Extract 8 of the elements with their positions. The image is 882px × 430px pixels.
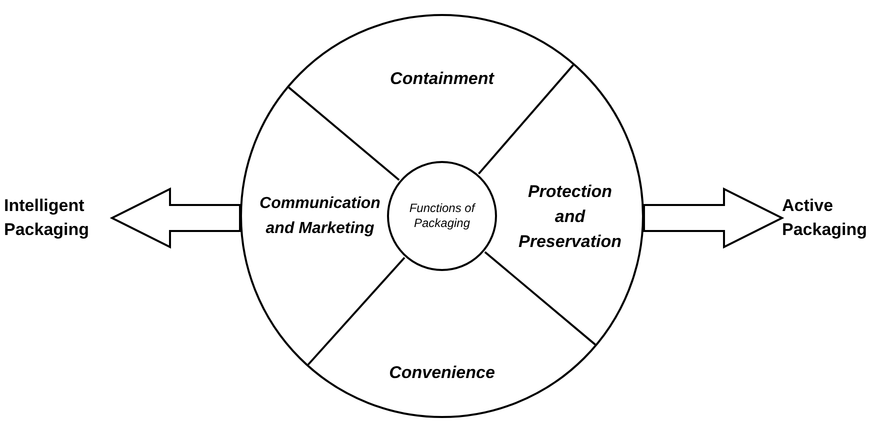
outcome-label: Intelligent Packaging xyxy=(4,193,112,243)
sector-label: Convenience xyxy=(372,358,512,388)
sector-label: Containment xyxy=(372,64,512,94)
block-arrow xyxy=(643,187,784,249)
block-arrow xyxy=(110,187,241,249)
outcome-label: Active Packaging xyxy=(782,193,882,243)
sector-label: Protection and Preservation xyxy=(514,174,626,258)
sector-label: Communication and Marketing xyxy=(256,174,384,258)
